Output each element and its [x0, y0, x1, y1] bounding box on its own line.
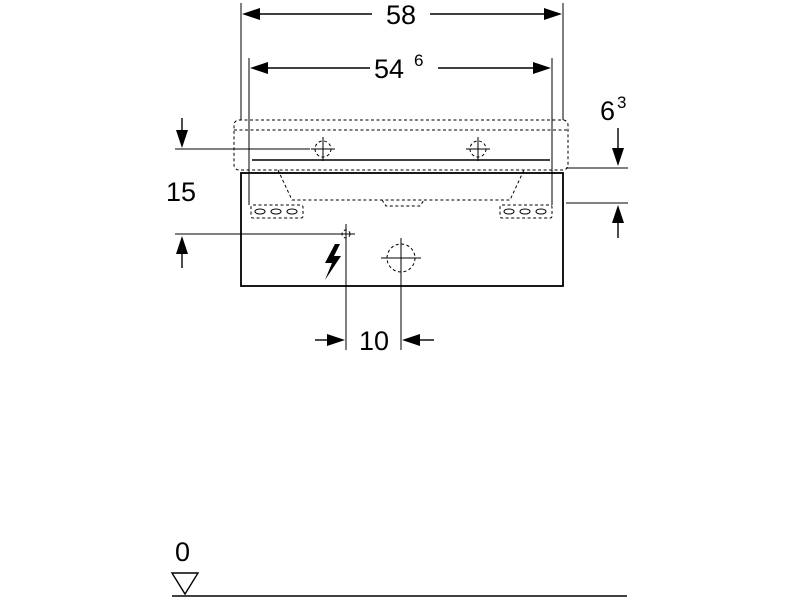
dimension-spacing: 10 [315, 244, 434, 356]
mounting-hole-right [466, 137, 490, 161]
mounting-hole-left [311, 137, 335, 161]
cabinet-body [240, 172, 564, 287]
top-offset-superscript: 3 [617, 93, 626, 112]
dimension-left-height: 15 [166, 118, 340, 268]
level-triangle-icon [170, 572, 200, 596]
inner-width-label: 54 [374, 54, 404, 84]
floor-level-label: 0 [175, 537, 190, 567]
dimension-overall-width: 58 [240, 0, 564, 120]
lightning-bolt-icon [325, 244, 341, 280]
left-height-label: 15 [166, 177, 196, 207]
dimension-top-offset: 6 3 [566, 93, 628, 238]
drain-icon [381, 238, 421, 278]
inner-width-superscript: 6 [414, 51, 423, 70]
top-offset-label: 6 [600, 96, 615, 126]
overall-width-label: 58 [386, 0, 416, 30]
hinge-slot-left [250, 204, 304, 219]
hinge-slot-right [499, 204, 553, 219]
ghost-upper-outline [233, 119, 569, 207]
floor-level: 0 [170, 537, 627, 597]
spacing-label: 10 [359, 326, 389, 356]
dimension-inner-width: 54 6 [248, 51, 553, 205]
electrical-connection-point [337, 224, 355, 244]
